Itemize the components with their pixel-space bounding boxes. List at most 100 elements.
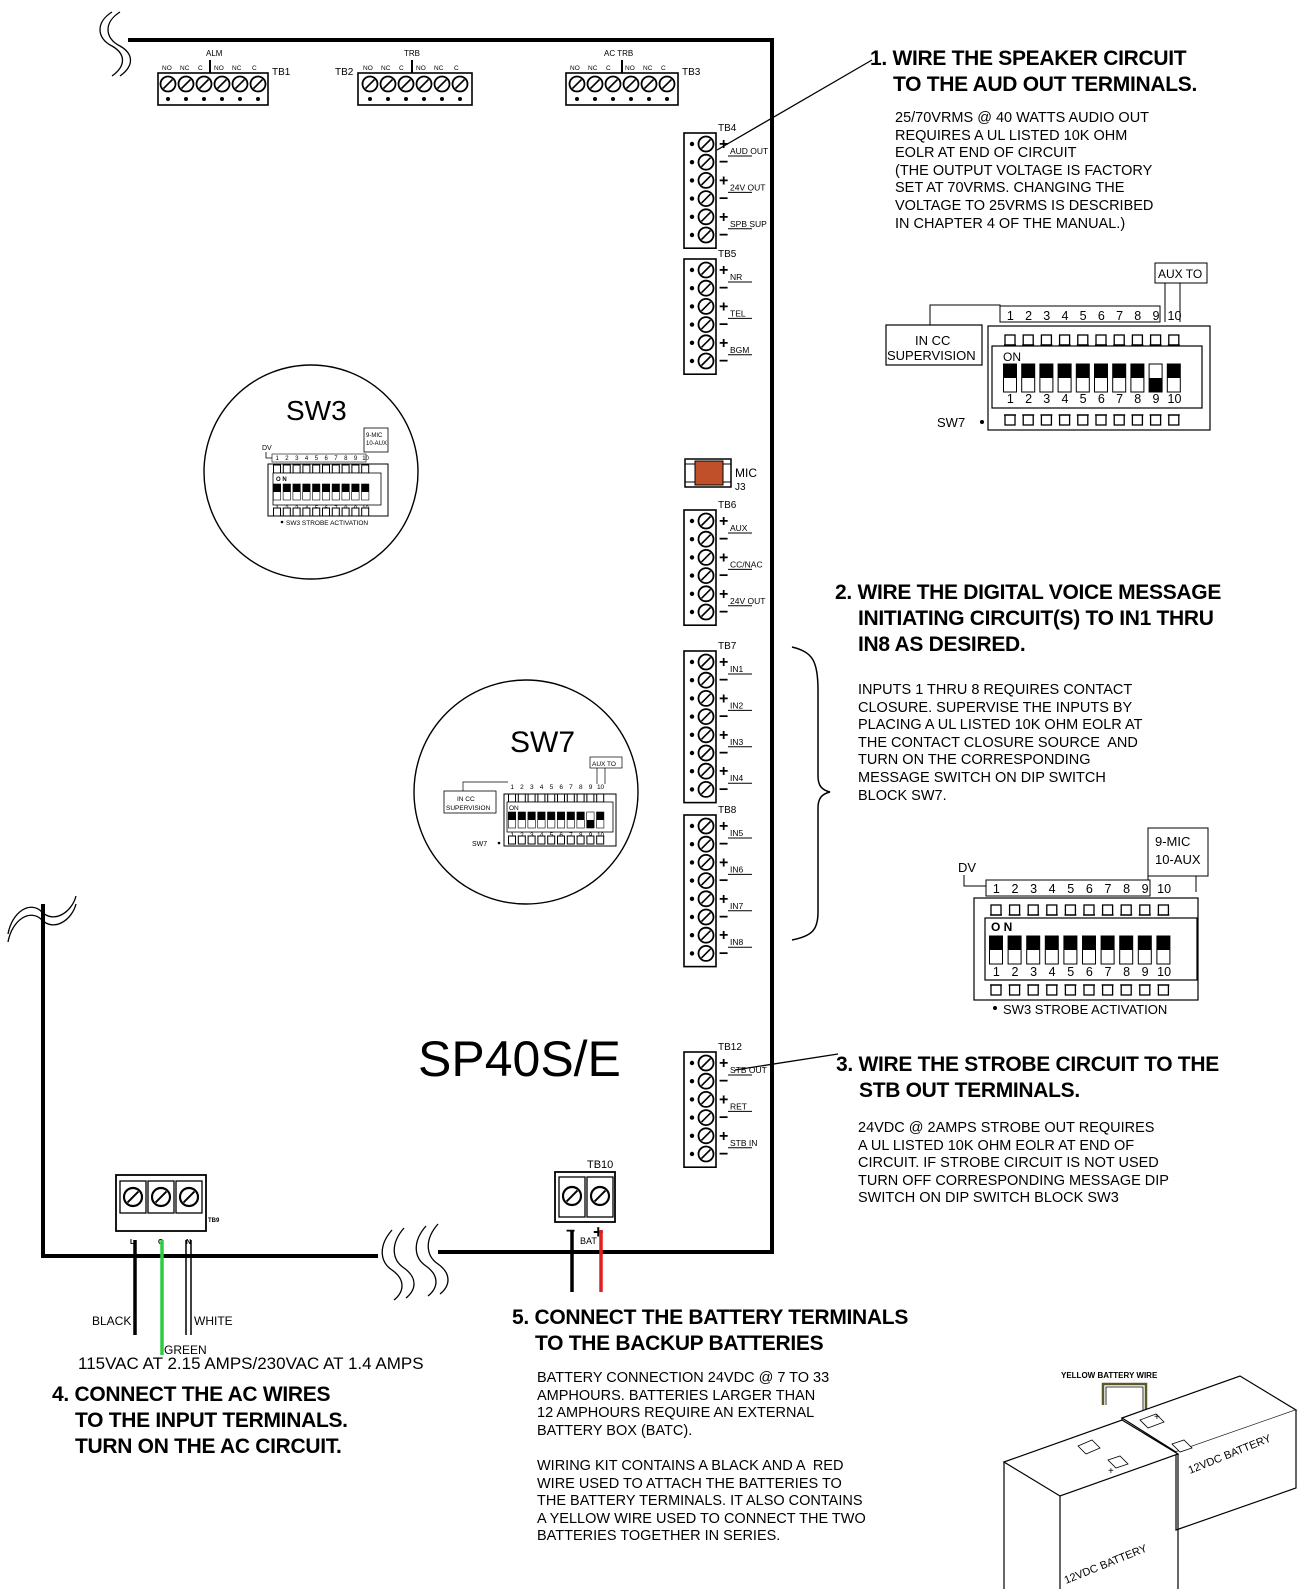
relay-label: NC	[232, 65, 242, 72]
svg-text:ALM: ALM	[206, 49, 223, 58]
svg-text:+: +	[719, 298, 728, 315]
relay-label: C	[399, 65, 404, 72]
switch-number: 9	[1152, 392, 1159, 406]
switch-number: 1	[1007, 392, 1014, 406]
terminal-label: NR	[730, 272, 742, 282]
terminal-label: IN4	[730, 773, 744, 783]
svg-text:SUPERVISION: SUPERVISION	[887, 348, 976, 363]
switch-number: 3	[530, 784, 534, 791]
svg-text:+: +	[719, 1055, 728, 1072]
tb1-label: TB1	[272, 67, 291, 78]
relay-label: C	[252, 65, 257, 72]
svg-text:YELLOW BATTERY WIRE: YELLOW BATTERY WIRE	[1061, 1371, 1158, 1380]
svg-text:+: +	[719, 818, 728, 835]
tb2-terminal-block: TRB NO NC C NO NC C TB2	[335, 49, 473, 106]
svg-text:GREEN: GREEN	[164, 1343, 207, 1357]
switch-number: 3	[1043, 309, 1050, 323]
svg-text:+: +	[719, 1128, 728, 1145]
terminal-label: SPB SUP	[730, 219, 767, 229]
switch-number: 7	[334, 456, 338, 462]
svg-text:SW7: SW7	[510, 726, 575, 759]
svg-text:+: +	[719, 513, 728, 530]
switch-number: 1	[993, 965, 1000, 979]
switch-number: 8	[579, 784, 583, 791]
terminal-label: IN1	[730, 664, 744, 674]
leader-line-step3	[734, 1053, 839, 1071]
switch-number: 10	[597, 784, 605, 791]
switch-number: 2	[1011, 965, 1018, 979]
ac-terminal-block: L G N TB9	[115, 1174, 220, 1246]
switch-number: 3	[295, 456, 299, 462]
svg-text:MIC: MIC	[735, 466, 757, 480]
switch-number: 6	[1086, 882, 1093, 896]
break-mark-bottom	[381, 1223, 449, 1301]
switch-number: 9	[354, 456, 358, 462]
svg-text:−: −	[719, 280, 728, 297]
relay-label: C	[661, 65, 666, 72]
relay-label: NC	[588, 65, 598, 72]
svg-text:−: −	[719, 672, 728, 689]
input-bracket	[791, 646, 831, 941]
switch-number: 8	[1123, 882, 1130, 896]
terminal-label: IN6	[730, 864, 744, 874]
switch-number: 6	[559, 784, 563, 791]
svg-text:−: −	[719, 353, 728, 370]
svg-text:N: N	[186, 1239, 191, 1246]
switch-number: 7	[1104, 965, 1111, 979]
board-left-edge	[41, 904, 378, 1258]
step5-body: BATTERY CONNECTION 24VDC @ 7 TO 33 AMPHO…	[537, 1370, 866, 1545]
svg-text:−: −	[719, 191, 728, 208]
svg-text:−: −	[719, 836, 728, 853]
leader-line-step1	[716, 59, 873, 151]
svg-text:TRB: TRB	[404, 49, 420, 58]
batteries-illustration: YELLOW BATTERY WIRE + 12VDC BATTERY + 12…	[1002, 1371, 1298, 1589]
switch-number: 10	[362, 456, 369, 462]
svg-text:O N: O N	[991, 920, 1012, 934]
svg-text:+: +	[719, 763, 728, 780]
svg-text:−: −	[719, 227, 728, 244]
switch-number: 1	[276, 456, 280, 462]
tb6-label: TB6	[718, 500, 737, 511]
switch-number: 9	[589, 784, 593, 791]
svg-text:SW3: SW3	[286, 395, 347, 426]
svg-text:BLACK: BLACK	[92, 1314, 131, 1328]
board-outline	[128, 38, 774, 1254]
svg-text:SW7: SW7	[937, 415, 965, 430]
mic-jumper-j3: MIC J3	[684, 458, 757, 493]
svg-text:−: −	[719, 945, 728, 962]
relay-label: NC	[180, 65, 190, 72]
switch-number: 7	[1116, 392, 1123, 406]
switch-number: 4	[540, 784, 544, 791]
terminal-label: CC/NAC	[730, 559, 763, 569]
switch-number: 4	[1049, 965, 1056, 979]
svg-text:−: −	[719, 1146, 728, 1163]
terminal-label: IN8	[730, 937, 744, 947]
tb8-label: TB8	[718, 805, 737, 816]
svg-text:12VDC BATTERY: 12VDC BATTERY	[1063, 1542, 1150, 1586]
switch-number: 8	[1134, 392, 1141, 406]
switch-number: 2	[1025, 309, 1032, 323]
relay-label: NC	[381, 65, 391, 72]
svg-text:BAT: BAT	[580, 1236, 597, 1246]
switch-number: 1	[1007, 309, 1014, 323]
switch-number: 8	[344, 456, 348, 462]
switch-number: 6	[1098, 309, 1105, 323]
relay-label: C	[454, 65, 459, 72]
tb7-label: TB7	[718, 641, 737, 652]
switch-number: 1	[993, 882, 1000, 896]
tb2-label: TB2	[335, 67, 354, 78]
svg-text:−: −	[719, 317, 728, 334]
svg-text:+: +	[719, 209, 728, 226]
svg-text:SW7: SW7	[472, 841, 487, 848]
ac-rating: 115VAC AT 2.15 AMPS/230VAC AT 1.4 AMPS	[78, 1354, 424, 1373]
